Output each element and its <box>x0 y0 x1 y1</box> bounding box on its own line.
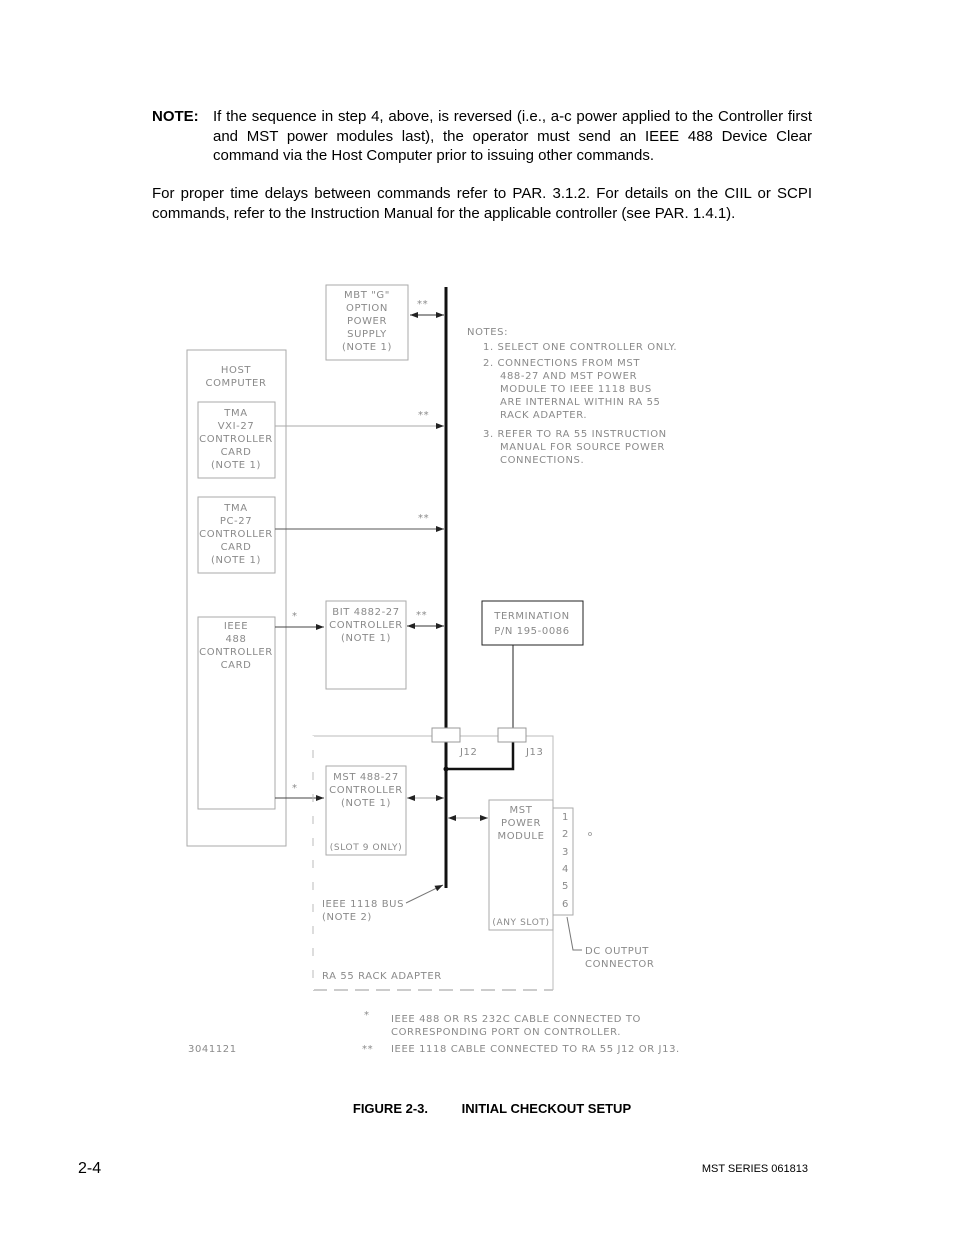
svg-text:MST 488-27: MST 488-27 <box>333 772 399 783</box>
figure-title: INITIAL CHECKOUT SETUP <box>461 1101 632 1116</box>
svg-text:CONTROLLER: CONTROLLER <box>199 647 273 658</box>
svg-text:CARD: CARD <box>221 447 252 458</box>
svg-text:1. SELECT ONE CONTROLLER ONLY.: 1. SELECT ONE CONTROLLER ONLY. <box>483 342 677 353</box>
svg-text:IEEE 488 OR RS 232C CABLE CONN: IEEE 488 OR RS 232C CABLE CONNECTED TO <box>391 1014 641 1025</box>
note-label: NOTE: <box>152 108 199 125</box>
svg-text:PC-27: PC-27 <box>220 516 252 527</box>
tma-pc-27-box <box>197 496 276 574</box>
svg-text:*: * <box>292 611 298 622</box>
svg-text:**: ** <box>418 513 429 524</box>
svg-text:MANUAL FOR SOURCE POWER: MANUAL FOR SOURCE POWER <box>500 442 665 453</box>
document-series: MST SERIES 061813 <box>701 1163 808 1175</box>
svg-text:(NOTE 2): (NOTE 2) <box>322 912 372 923</box>
svg-text:(SLOT 9 ONLY): (SLOT 9 ONLY) <box>330 843 402 853</box>
svg-text:TMA: TMA <box>223 503 247 514</box>
svg-text:*: * <box>364 1010 370 1021</box>
mbt-power-supply-box <box>325 284 409 361</box>
svg-text:DC OUTPUT: DC OUTPUT <box>585 946 649 957</box>
page-number: 2-4 <box>78 1160 102 1177</box>
svg-text:CONTROLLER: CONTROLLER <box>329 785 403 796</box>
ieee-488-card-box <box>197 616 276 810</box>
note-block: NOTE: If the sequence in step 4, above, … <box>152 107 812 166</box>
svg-text:IEEE 1118 BUS: IEEE 1118 BUS <box>322 899 404 910</box>
termination-box <box>481 600 584 646</box>
svg-text:CONTROLLER: CONTROLLER <box>199 434 273 445</box>
svg-text:(NOTE 1): (NOTE 1) <box>341 633 391 644</box>
svg-text:SUPPLY: SUPPLY <box>347 329 387 340</box>
svg-text:CARD: CARD <box>221 660 252 671</box>
svg-text:(ANY SLOT): (ANY SLOT) <box>492 918 549 928</box>
svg-text:CORRESPONDING PORT ON CONTROLL: CORRESPONDING PORT ON CONTROLLER. <box>391 1027 621 1038</box>
svg-text:4: 4 <box>562 864 569 875</box>
svg-text:POWER: POWER <box>501 818 541 829</box>
svg-text:(NOTE 1): (NOTE 1) <box>342 342 392 353</box>
bit-4882-27-box <box>325 600 407 690</box>
svg-text:J12: J12 <box>459 747 477 758</box>
svg-text:CONNECTIONS.: CONNECTIONS. <box>500 455 584 466</box>
svg-text:MBT "G": MBT "G" <box>344 290 390 301</box>
svg-text:**: ** <box>418 410 429 421</box>
j13-connector <box>497 727 527 743</box>
svg-text:3041121: 3041121 <box>188 1044 237 1055</box>
j12-connector <box>431 727 461 743</box>
svg-text:VXI-27: VXI-27 <box>218 421 255 432</box>
svg-text:TERMINATION: TERMINATION <box>493 611 570 622</box>
svg-text:(NOTE 1): (NOTE 1) <box>211 555 261 566</box>
tma-vxi-27-box <box>197 401 276 479</box>
svg-text:RA 55 RACK ADAPTER: RA 55 RACK ADAPTER <box>322 971 442 982</box>
svg-text:CONTROLLER: CONTROLLER <box>329 620 403 631</box>
svg-text:J13: J13 <box>525 747 543 758</box>
svg-text:MODULE: MODULE <box>497 831 544 842</box>
svg-text:6: 6 <box>562 899 569 910</box>
mst-488-27-box <box>325 765 407 856</box>
svg-text:(NOTE 1): (NOTE 1) <box>341 798 391 809</box>
svg-text:1: 1 <box>562 812 569 823</box>
host-computer-box <box>186 349 287 847</box>
reference-paragraph: For proper time delays between commands … <box>152 185 812 222</box>
dc-output-connector <box>552 807 574 916</box>
svg-text:**: ** <box>416 610 427 621</box>
svg-text:IEEE 1118 CABLE CONNECTED TO R: IEEE 1118 CABLE CONNECTED TO RA 55 J12 O… <box>391 1044 680 1055</box>
figure-caption: FIGURE 2-3. INITIAL CHECKOUT SETUP <box>0 1101 954 1116</box>
svg-text:NOTES:: NOTES: <box>467 327 508 338</box>
svg-text:CARD: CARD <box>221 542 252 553</box>
svg-text:3. REFER TO RA 55 INSTRUCTION: 3. REFER TO RA 55 INSTRUCTION <box>483 429 667 440</box>
svg-text:2. CONNECTIONS FROM MST: 2. CONNECTIONS FROM MST <box>483 358 640 369</box>
svg-text:**: ** <box>417 299 428 310</box>
svg-text:(NOTE 1): (NOTE 1) <box>211 460 261 471</box>
svg-text:**: ** <box>362 1044 373 1055</box>
svg-text:OPTION: OPTION <box>346 303 388 314</box>
svg-text:MST: MST <box>510 805 533 816</box>
svg-text:POWER: POWER <box>347 316 387 327</box>
svg-text:HOST: HOST <box>221 365 252 376</box>
svg-text:IEEE: IEEE <box>224 621 248 632</box>
svg-text:CONNECTOR: CONNECTOR <box>585 959 654 970</box>
svg-text:RACK ADAPTER.: RACK ADAPTER. <box>500 410 587 421</box>
svg-text:MODULE TO IEEE 1118 BUS: MODULE TO IEEE 1118 BUS <box>500 384 652 395</box>
svg-text:5: 5 <box>562 881 569 892</box>
figure-number: FIGURE 2-3. <box>352 1101 428 1116</box>
j13-link <box>446 741 515 771</box>
svg-text:ARE INTERNAL WITHIN RA 55: ARE INTERNAL WITHIN RA 55 <box>500 397 661 408</box>
svg-text:COMPUTER: COMPUTER <box>205 378 266 389</box>
svg-text:3: 3 <box>562 847 569 858</box>
note-text: If the sequence in step 4, above, is rev… <box>213 108 812 164</box>
svg-text:TMA: TMA <box>223 408 247 419</box>
svg-text:488-27 AND MST POWER: 488-27 AND MST POWER <box>500 371 637 382</box>
svg-text:*: * <box>292 783 298 794</box>
svg-text:CONTROLLER: CONTROLLER <box>199 529 273 540</box>
svg-text:2: 2 <box>562 829 569 840</box>
svg-text:P/N 195-0086: P/N 195-0086 <box>494 626 569 637</box>
svg-text:488: 488 <box>226 634 247 645</box>
svg-text:BIT 4882-27: BIT 4882-27 <box>332 607 399 618</box>
